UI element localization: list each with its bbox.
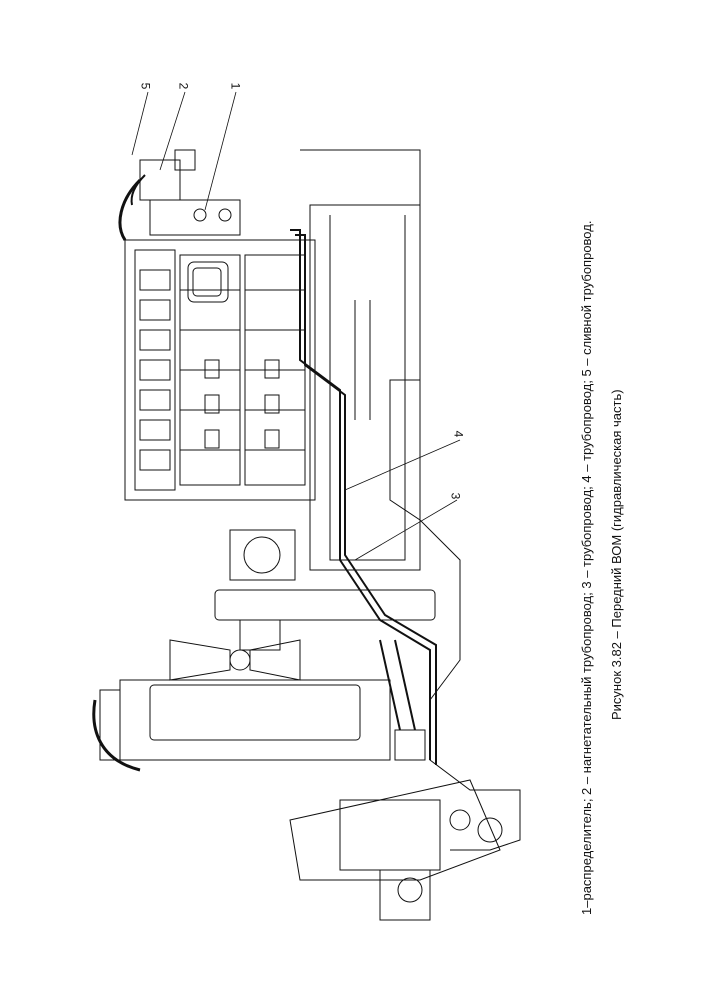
hydraulic-distributor [139,149,241,236]
pressure-pipe [118,178,142,241]
engine-ports [204,359,280,449]
chassis-outline-top [300,149,521,851]
engine-block [124,239,316,501]
pipe-4 [295,234,437,765]
radiator [92,679,391,772]
cooling-fan [169,639,301,681]
figure-legend: 1–распределитель; 2 – нагнетательный тру… [579,220,594,915]
chassis-frame-rail [309,204,421,571]
figure-title: Рисунок 3.82 – Передний ВОМ (гидравличес… [609,389,624,720]
front-pto-gearbox [289,779,503,921]
pipe-3 [290,229,431,760]
chassis-frame-inner [329,215,406,561]
drive-shaft [379,639,416,731]
pto-housing [214,529,436,651]
cylinder-heads [139,269,171,471]
